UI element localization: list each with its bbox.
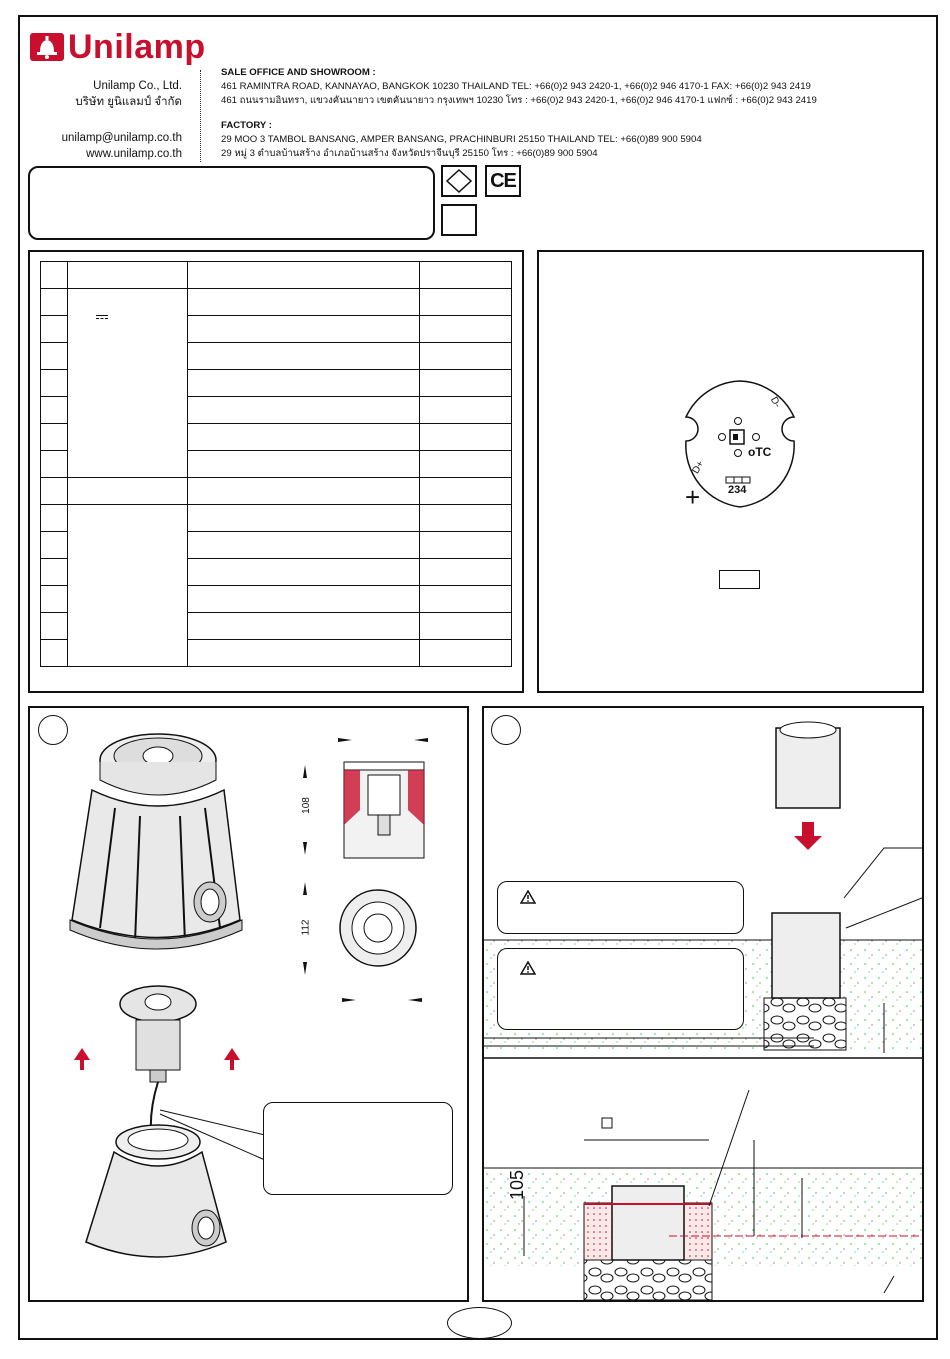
bell-lamp-icon <box>30 33 64 61</box>
table-row <box>40 342 512 370</box>
ce-mark: CE <box>490 169 517 192</box>
spec-table <box>40 261 512 667</box>
ip-rating-box <box>441 204 477 236</box>
company-website[interactable]: www.unilamp.co.th <box>86 148 182 160</box>
plus-sign: + <box>685 482 701 512</box>
brand-logo: Unilamp <box>30 30 206 64</box>
table-row <box>40 396 512 424</box>
board-label-box <box>719 570 760 589</box>
callout-pointer <box>159 1109 266 1161</box>
tc-label: oTC <box>748 445 772 459</box>
factory-address-en: 29 MOO 3 TAMBOL BANSANG, AMPER BANSANG, … <box>221 134 702 145</box>
table-row <box>40 504 512 667</box>
step-number-2 <box>491 715 521 745</box>
table-row <box>40 477 512 505</box>
warning-triangle-icon <box>519 889 537 904</box>
product-title-box <box>28 166 435 240</box>
warning-triangle-icon <box>519 960 537 975</box>
company-name-th: บริษัท ยูนิแลมป์ จำกัด <box>75 96 182 108</box>
table-row <box>40 612 512 640</box>
cable-note-box <box>263 1102 453 1195</box>
diamond-icon <box>445 168 473 194</box>
led-board-diagram <box>684 380 796 508</box>
luminaire-exploded-drawing <box>74 985 240 1258</box>
sale-office-address-en: 461 RAMINTRA ROAD, KANNAYAO, BANGKOK 102… <box>221 81 811 92</box>
dim-width-label: 112 <box>300 919 312 936</box>
sale-office-address-th: 461 ถนนรามอินทรา, แขวงคันนายาว เขตคันนาย… <box>221 95 817 106</box>
luminaire-assembled-drawing <box>69 733 243 950</box>
depth-dimension-label: 105 <box>507 1169 527 1200</box>
table-row <box>40 369 512 397</box>
dim-height-label: 108 <box>300 797 312 814</box>
spec-panel <box>28 250 524 693</box>
table-row <box>40 639 512 667</box>
product-panel <box>28 706 469 1302</box>
header-divider <box>200 70 201 162</box>
page-frame <box>18 15 938 1340</box>
installation-panel <box>482 706 924 1302</box>
company-email[interactable]: unilamp@unilamp.co.th <box>61 132 182 144</box>
company-name-en: Unilamp Co., Ltd. <box>93 80 182 92</box>
ce-mark-box: CE <box>485 165 521 197</box>
dc-symbol <box>96 315 108 319</box>
board-code: 234 <box>728 484 747 496</box>
warning-note-2 <box>497 948 744 1030</box>
wiring-board-panel <box>537 250 924 693</box>
table-row <box>40 261 512 289</box>
step-number-1 <box>38 715 68 745</box>
warning-note-1 <box>497 881 744 934</box>
dimension-drawings <box>303 738 428 1002</box>
table-row <box>40 423 512 451</box>
class-symbol-box <box>441 165 477 197</box>
brand-name: Unilamp <box>68 28 206 66</box>
table-row <box>40 288 512 478</box>
page-number-oval <box>447 1307 512 1339</box>
sale-office-heading: SALE OFFICE AND SHOWROOM : <box>221 67 376 78</box>
factory-address-th: 29 หมู่ 3 ตำบลบ้านสร้าง อำเภอบ้านสร้าง จ… <box>221 148 598 159</box>
factory-heading: FACTORY : <box>221 120 272 131</box>
